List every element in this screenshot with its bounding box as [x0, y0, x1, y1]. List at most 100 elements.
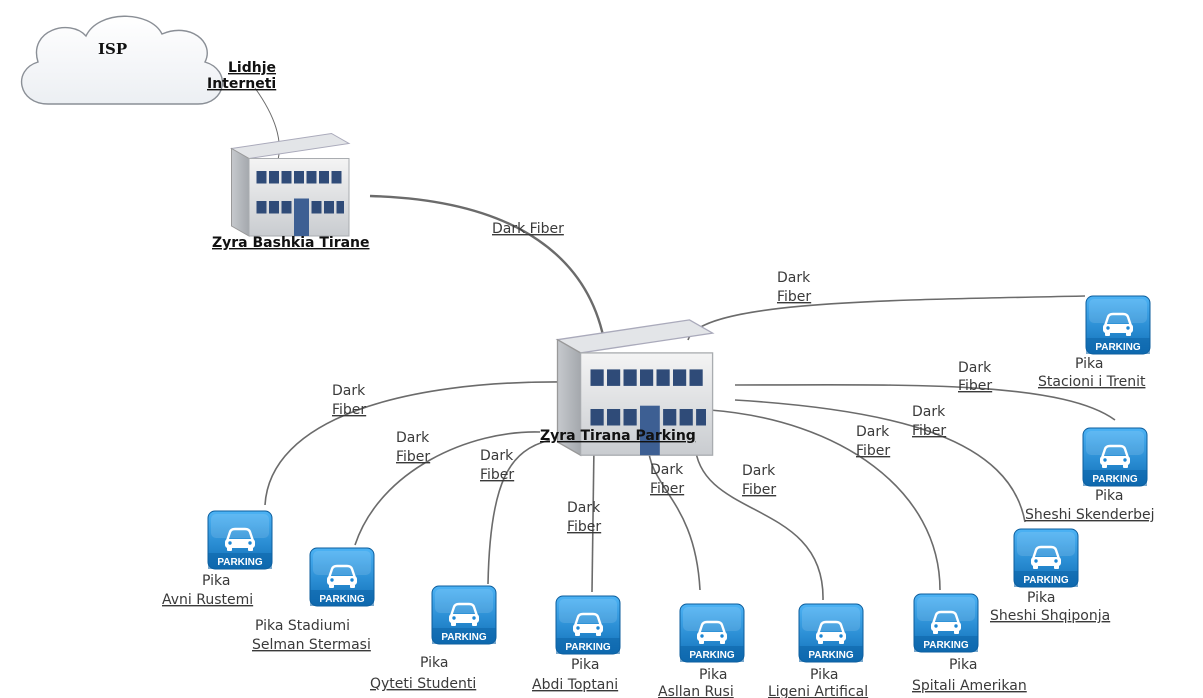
svg-text:Fiber: Fiber	[912, 423, 946, 439]
site-label-line2: Ligeni Artifical	[768, 684, 868, 698]
site-label-line1: Pika	[699, 667, 727, 683]
site-label-line2: Sheshi Skenderbej	[1025, 507, 1155, 523]
parking-icon-text: PARKING	[1095, 342, 1141, 353]
link-spitali	[709, 409, 941, 591]
svg-text:Fiber: Fiber	[650, 481, 684, 497]
svg-text:Dark: Dark	[958, 360, 992, 376]
svg-text:Dark: Dark	[567, 500, 601, 516]
hq-building-icon	[230, 132, 350, 237]
site-label-line1: Pika Stadiumi	[255, 618, 350, 634]
svg-text:Dark: Dark	[856, 424, 890, 440]
site-label-line2: Selman Stermasi	[252, 637, 371, 653]
car-icon	[573, 612, 603, 636]
car-icon	[1031, 545, 1061, 569]
site-label-line2: Avni Rustemi	[162, 592, 253, 608]
svg-text:Dark: Dark	[480, 448, 514, 464]
link-skenderbej	[734, 384, 1116, 421]
site-label-line1: Pika	[810, 667, 838, 683]
link-avni	[264, 381, 569, 506]
site-label-line1: Pika	[1075, 356, 1103, 372]
site-label-line2: Sheshi Shqiponja	[990, 608, 1110, 624]
link-stadiumi	[354, 431, 541, 546]
site-label-line1: Pika	[949, 657, 977, 673]
parking-icon: PARKING	[207, 510, 273, 570]
isp-link-label-2: Interneti	[207, 76, 276, 92]
parking-icon: PARKING	[679, 603, 745, 663]
svg-text:Fiber: Fiber	[567, 519, 601, 535]
link-abdi	[591, 444, 595, 593]
site-label-line2: Abdi Toptani	[532, 677, 618, 693]
link-stacioni	[687, 295, 1086, 341]
site-label-line2: Asllan Rusi	[658, 684, 734, 698]
hq-label: Zyra Bashkia Tirane	[212, 235, 370, 251]
parking-icon: PARKING	[1013, 528, 1079, 588]
site-label-line1: Pika	[571, 657, 599, 673]
svg-text:Dark: Dark	[777, 270, 811, 286]
site-label-line2: Stacioni i Trenit	[1038, 374, 1146, 390]
parking-icon: PARKING	[1082, 427, 1148, 487]
svg-text:Fiber: Fiber	[332, 402, 366, 418]
parking-icon-text: PARKING	[689, 650, 735, 661]
parking-icon-text: PARKING	[319, 594, 365, 605]
svg-text:Fiber: Fiber	[777, 289, 811, 305]
parking-icon: PARKING	[309, 547, 375, 607]
svg-text:Dark: Dark	[396, 430, 430, 446]
car-icon	[931, 610, 961, 634]
svg-text:Fiber: Fiber	[742, 482, 776, 498]
parking-icon: PARKING	[1085, 295, 1151, 355]
parking-icon-text: PARKING	[565, 642, 611, 653]
svg-text:Dark: Dark	[332, 383, 366, 399]
parking-icon: PARKING	[431, 585, 497, 645]
svg-text:Fiber: Fiber	[856, 443, 890, 459]
car-icon	[225, 527, 255, 551]
svg-text:Fiber: Fiber	[958, 378, 992, 394]
svg-text:Fiber: Fiber	[480, 467, 514, 483]
parking-icon-text: PARKING	[1023, 575, 1069, 586]
car-icon	[697, 620, 727, 644]
hub-label: Zyra Tirana Parking	[540, 428, 696, 444]
site-label-line1: Pika	[420, 655, 448, 671]
car-icon	[449, 602, 479, 626]
parking-icon-text: PARKING	[441, 632, 487, 643]
svg-text:Dark: Dark	[742, 463, 776, 479]
link-asllan	[647, 444, 701, 591]
car-icon	[327, 564, 357, 588]
svg-text:Dark: Dark	[650, 462, 684, 478]
fiber-labels: Dark Fiber Dark Fiber Dark Fiber Dark Fi…	[332, 270, 992, 535]
link-ligeni	[694, 444, 824, 601]
car-icon	[1100, 444, 1130, 468]
site-label-line2: Spitali Amerikan	[912, 678, 1027, 694]
site-label-line2: Qyteti Studenti	[370, 676, 476, 692]
isp-label: ISP	[98, 40, 127, 58]
parking-icon-text: PARKING	[217, 557, 263, 568]
link-qyteti	[487, 439, 551, 585]
parking-icon: PARKING	[555, 595, 621, 655]
parking-icon-text: PARKING	[1092, 474, 1138, 485]
site-label-line1: Pika	[1027, 590, 1055, 606]
connection-lines	[254, 87, 1116, 601]
isp-link-label-1: Lidhje	[228, 60, 276, 76]
site-label-line1: Pika	[1095, 488, 1123, 504]
link-shqiponja	[734, 399, 1026, 523]
car-icon	[816, 620, 846, 644]
main-link-label: Dark Fiber	[492, 221, 564, 237]
parking-icon-text: PARKING	[923, 640, 969, 651]
parking-icon: PARKING	[913, 593, 979, 653]
parking-icon: PARKING	[798, 603, 864, 663]
isp-cloud: ISP	[20, 15, 223, 105]
site-label-line1: Pika	[202, 573, 230, 589]
parking-icon-text: PARKING	[808, 650, 854, 661]
svg-text:Dark: Dark	[912, 404, 946, 420]
svg-text:Fiber: Fiber	[396, 449, 430, 465]
